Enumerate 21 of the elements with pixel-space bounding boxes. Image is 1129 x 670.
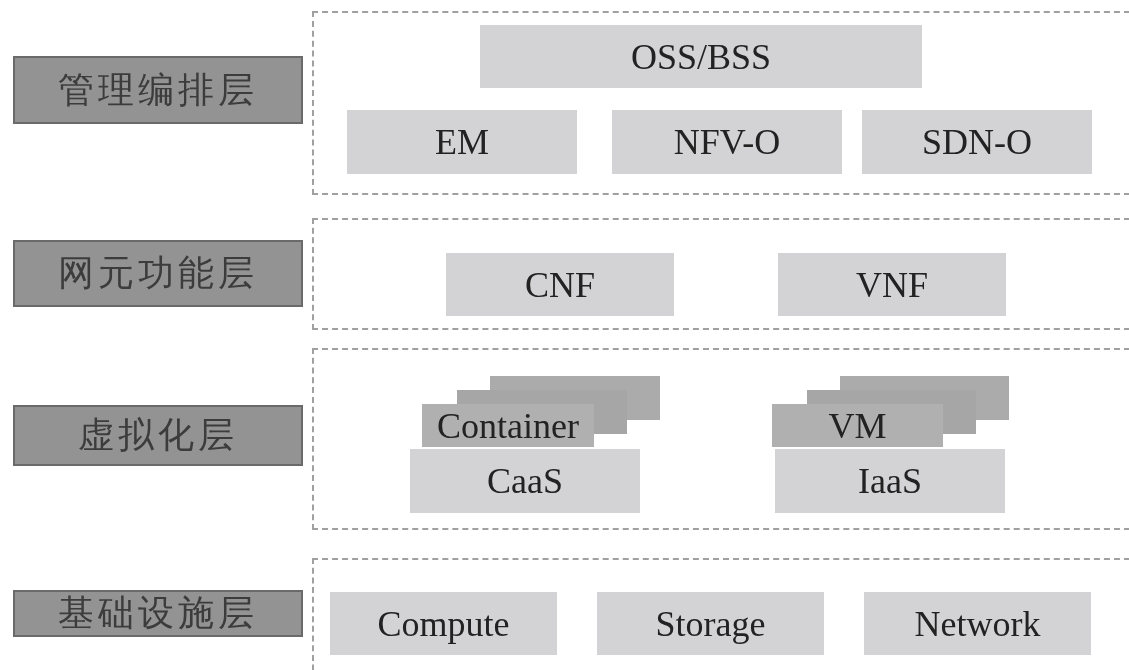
component-box: Compute [330, 592, 557, 655]
stacked-box: VM [772, 376, 1009, 447]
layer-label: 网元功能层 [13, 240, 303, 307]
component-box: EM [347, 110, 577, 174]
component-box: SDN-O [862, 110, 1092, 174]
layer-label: 基础设施层 [13, 590, 303, 637]
dashed-group-frame [312, 218, 1129, 330]
component-box: OSS/BSS [480, 25, 922, 88]
layer-label: 虚拟化层 [13, 405, 303, 466]
stacked-box: Container [422, 376, 660, 447]
component-box: Network [864, 592, 1091, 655]
dashed-group-frame [312, 348, 1129, 530]
component-box: CNF [446, 253, 674, 316]
component-box: IaaS [775, 449, 1005, 513]
component-box: NFV-O [612, 110, 842, 174]
component-box: CaaS [410, 449, 640, 513]
dashed-group-frame [312, 558, 1129, 670]
layer-label: 管理编排层 [13, 56, 303, 124]
dashed-group-frame [312, 11, 1129, 195]
component-box: Storage [597, 592, 824, 655]
component-box: VNF [778, 253, 1006, 316]
